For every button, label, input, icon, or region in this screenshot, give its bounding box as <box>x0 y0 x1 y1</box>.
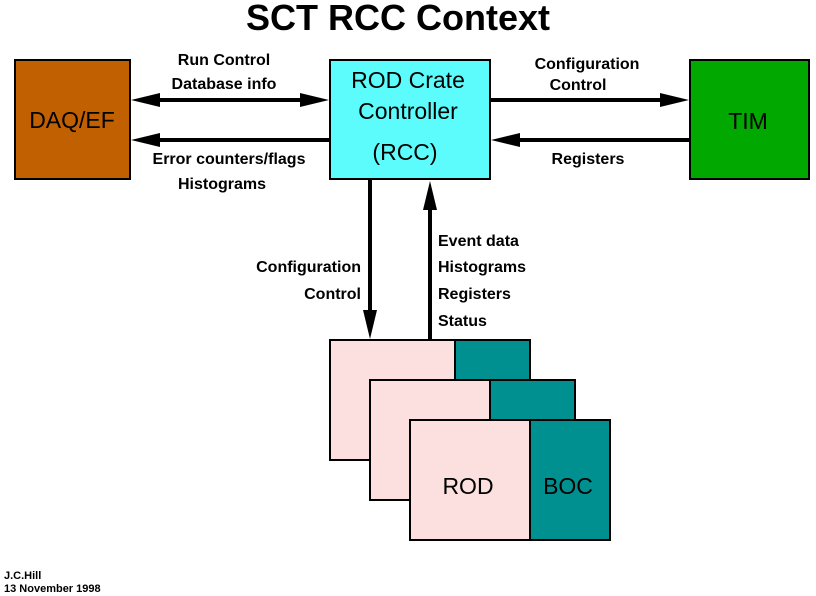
daq-ef-label: DAQ/EF <box>29 107 115 133</box>
edge-label-configuration-tim: Configuration <box>535 56 640 73</box>
credit-author: J.C.Hill <box>4 570 41 582</box>
edge-label-configuration-rod: Configuration <box>256 259 361 276</box>
edge-label-control-rod: Control <box>304 286 361 303</box>
edge-label-event-data: Event data <box>438 233 519 250</box>
daq-ef-box <box>14 59 131 180</box>
arrow-rcc-to-rod <box>363 180 377 339</box>
boc-label: BOC <box>543 473 593 499</box>
rcc-label-line2: Controller <box>358 98 458 124</box>
tim-box <box>689 59 810 180</box>
rcc-label-line3: (RCC) <box>372 139 437 165</box>
edge-label-run-control: Run Control <box>178 52 270 69</box>
arrow-rod-to-rcc <box>423 181 437 340</box>
boc-box <box>529 419 611 541</box>
arrow-rcc-daq-bidirectional <box>131 93 329 107</box>
edge-label-registers-rod: Registers <box>438 286 511 303</box>
edge-label-status: Status <box>438 313 487 330</box>
arrow-rcc-to-tim <box>491 93 689 107</box>
arrow-rcc-to-daq <box>131 133 330 147</box>
rcc-label-line1: ROD Crate <box>351 67 465 93</box>
edge-label-histograms: Histograms <box>178 176 266 193</box>
edge-label-database-info: Database info <box>172 76 277 93</box>
rod-box <box>409 419 531 541</box>
edge-label-histograms-rod: Histograms <box>438 259 526 276</box>
arrow-tim-to-rcc <box>491 133 690 147</box>
diagram-title: SCT RCC Context <box>246 0 550 38</box>
edge-label-error-counters: Error counters/flags <box>153 151 306 168</box>
rcc-box <box>329 59 491 180</box>
credit-date: 13 November 1998 <box>4 583 101 595</box>
tim-label: TIM <box>728 108 768 134</box>
rod-boc-card-front <box>409 419 611 541</box>
edge-label-registers-tim: Registers <box>552 151 625 168</box>
rod-label: ROD <box>442 473 493 499</box>
edge-label-control-tim: Control <box>550 77 607 94</box>
